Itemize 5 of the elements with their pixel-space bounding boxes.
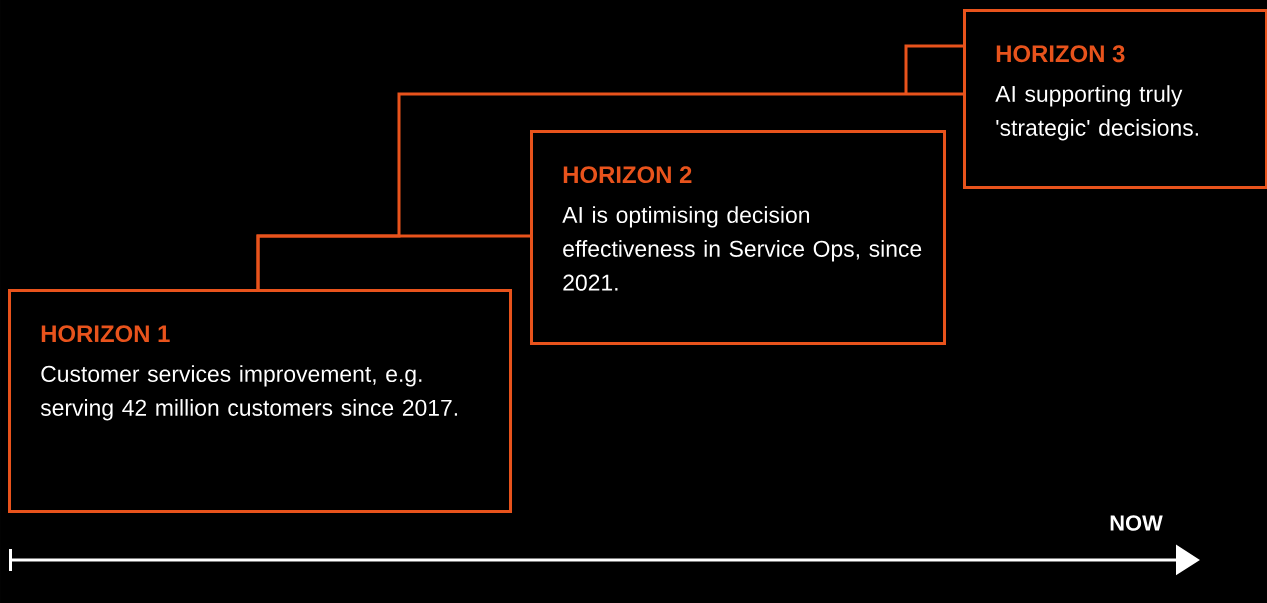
horizon-box: HORIZON 3 AI supporting truly 'strategic' decisions. [963, 9, 1267, 189]
timeline-label: NOW [1110, 515, 1163, 531]
horizon-box: HORIZON 1 Customer services improvement, e.g. serving 42 million customers since 2017. [8, 289, 512, 513]
connector-line [256, 44, 965, 291]
horizon-box: HORIZON 2 AI is optimising decision effectiveness in Service Ops, since 2021. [530, 130, 946, 345]
